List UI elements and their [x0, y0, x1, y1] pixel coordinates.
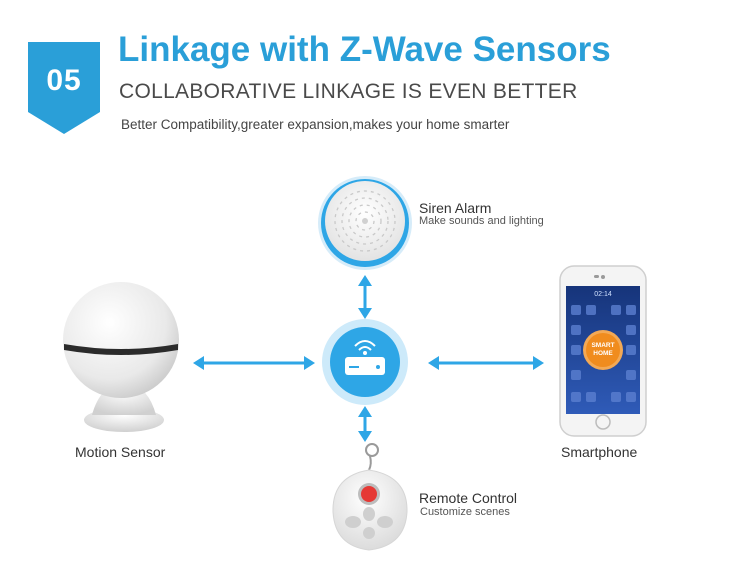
page-title: Linkage with Z-Wave Sensors: [118, 30, 611, 69]
smart-home-button: SMART HOME: [591, 342, 615, 357]
arrow-hub-to-motion: [193, 356, 315, 370]
arrow-hub-to-remote: [358, 406, 372, 442]
step-badge-number: 05: [46, 64, 82, 97]
arrow-hub-to-siren: [358, 275, 372, 319]
siren-alarm-device: [318, 176, 412, 270]
zwave-hub: [322, 319, 408, 405]
remote-control-description: Customize scenes: [420, 506, 510, 518]
remote-control-device: [332, 443, 408, 551]
siren-alarm-description: Make sounds and lighting: [419, 215, 544, 227]
phone-status-time: 02:14: [594, 291, 612, 298]
step-badge-shape: [28, 42, 100, 134]
siren-alarm-label: Siren Alarm: [419, 200, 492, 216]
page-subtitle: COLLABORATIVE LINKAGE IS EVEN BETTER: [119, 80, 578, 103]
smartphone-label: Smartphone: [561, 444, 638, 460]
router-icon: [345, 340, 385, 375]
motion-sensor-device: [63, 282, 179, 432]
remote-control-label: Remote Control: [419, 490, 518, 506]
page-tagline: Better Compatibility,greater expansion,m…: [121, 117, 510, 132]
motion-sensor-label: Motion Sensor: [75, 444, 166, 460]
smartphone-device: [559, 265, 647, 437]
arrow-hub-to-smartphone: [428, 356, 544, 370]
